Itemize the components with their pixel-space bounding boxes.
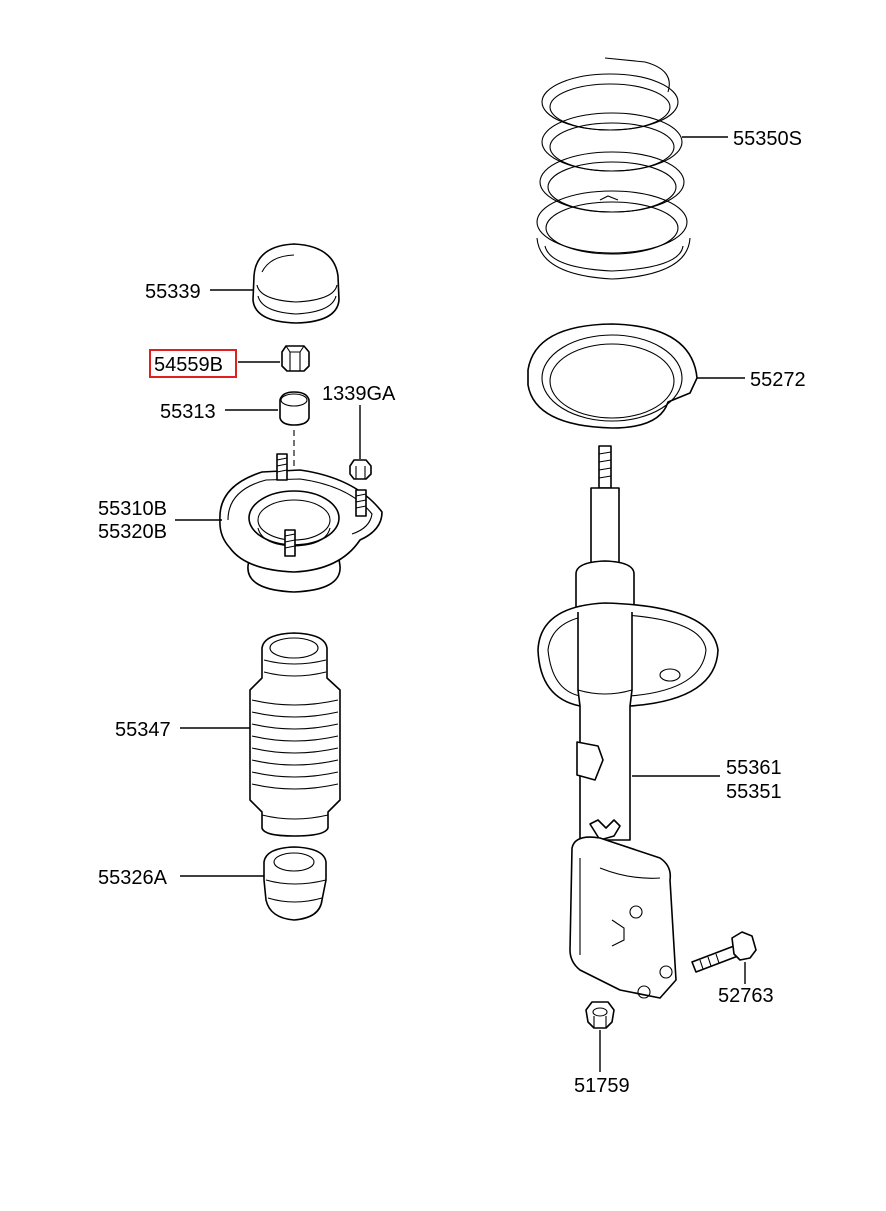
part-label-55351[interactable]: 55351 — [726, 781, 782, 803]
bump-stopper[interactable] — [263, 846, 327, 921]
dust-cap[interactable] — [252, 243, 340, 324]
lock-nut[interactable] — [281, 345, 310, 372]
part-label-1339GA[interactable]: 1339GA — [322, 383, 396, 405]
strut-mount[interactable] — [219, 453, 383, 593]
part-label-55310B[interactable]: 55310B — [98, 498, 167, 520]
highlight-box — [149, 349, 237, 378]
flange-nut[interactable] — [349, 459, 372, 480]
part-label-52763[interactable]: 52763 — [718, 985, 774, 1007]
nut[interactable] — [585, 1001, 615, 1029]
part-label-55339[interactable]: 55339 — [145, 281, 201, 303]
part-label-55347[interactable]: 55347 — [115, 719, 171, 741]
part-label-55350S[interactable]: 55350S — [733, 128, 802, 150]
part-label-55272[interactable]: 55272 — [750, 369, 806, 391]
part-label-55361[interactable]: 55361 — [726, 757, 782, 779]
coil-spring[interactable] — [536, 57, 691, 280]
bolt[interactable] — [691, 931, 757, 973]
part-label-54559B[interactable]: 54559B — [154, 354, 223, 376]
strut-assembly[interactable] — [537, 445, 719, 999]
part-label-55313[interactable]: 55313 — [160, 401, 216, 423]
bushing[interactable] — [279, 391, 310, 426]
part-label-51759[interactable]: 51759 — [574, 1075, 630, 1097]
part-label-55320B[interactable]: 55320B — [98, 521, 167, 543]
part-label-55326A[interactable]: 55326A — [98, 867, 168, 889]
spring-seat[interactable] — [527, 323, 698, 429]
dust-boot[interactable] — [249, 632, 341, 837]
